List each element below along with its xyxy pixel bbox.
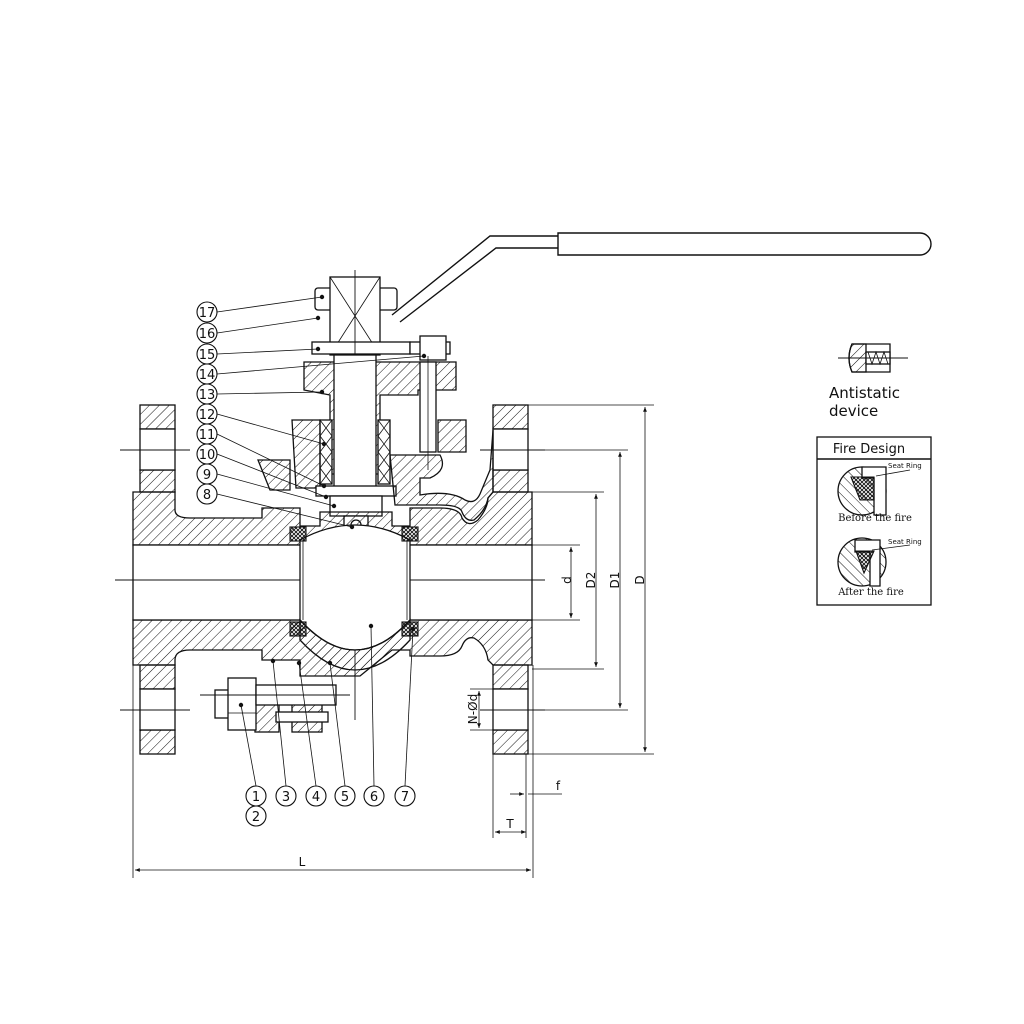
dim-L: L (299, 855, 306, 869)
handle-lever (391, 232, 932, 323)
dim-d: d (560, 576, 574, 584)
callouts-bottom: 1 2 3 4 5 6 7 (238, 623, 416, 827)
callout-9: 9 (196, 463, 218, 485)
callout-10: 10 (196, 443, 218, 465)
callout-16-label: 16 (199, 327, 216, 342)
callout-2: 2 (245, 805, 267, 827)
callout-4: 4 (305, 785, 327, 807)
dim-f: f (556, 779, 561, 793)
after-seat-ring-label: Seat Ring (888, 538, 922, 546)
callout-7: 7 (394, 785, 416, 807)
dim-T: T (505, 817, 514, 831)
callout-17: 17 (196, 301, 218, 323)
callout-15: 15 (196, 343, 218, 365)
callout-10-label: 10 (199, 448, 216, 463)
callout-4-label: 4 (312, 790, 320, 805)
fire-design-title: Fire Design (833, 442, 905, 457)
before-fire-detail: Seat Ring Before the fire (837, 462, 922, 524)
callouts-top: 17 16 15 14 13 12 11 10 9 8 (196, 294, 427, 530)
callout-8-label: 8 (203, 488, 211, 503)
callout-16: 16 (196, 322, 218, 344)
callout-12: 12 (196, 403, 218, 425)
left-flange (120, 404, 190, 755)
callout-9-label: 9 (203, 468, 211, 483)
callout-11-label: 11 (199, 428, 216, 443)
callout-7-label: 7 (401, 790, 409, 805)
callout-15-label: 15 (199, 348, 216, 363)
callout-3-label: 3 (282, 790, 290, 805)
callout-6: 6 (363, 785, 385, 807)
antistatic-label-line1: Antistatic (829, 384, 900, 402)
antistatic-label-line2: device (829, 402, 878, 420)
callout-1: 1 (245, 785, 267, 807)
after-fire-label: After the fire (837, 587, 904, 598)
callout-5: 5 (334, 785, 356, 807)
before-fire-label: Before the fire (838, 513, 912, 524)
after-fire-detail: Seat Ring After the fire (837, 537, 922, 598)
callout-11: 11 (196, 423, 218, 445)
callout-3: 3 (275, 785, 297, 807)
callout-13-label: 13 (199, 388, 216, 403)
callout-8: 8 (196, 483, 218, 505)
dim-D2: D2 (584, 572, 598, 589)
callout-6-label: 6 (370, 790, 378, 805)
callout-13: 13 (196, 383, 218, 405)
callout-5-label: 5 (341, 790, 349, 805)
dimensions: L T f d D2 D1 D N-Ød (132, 404, 654, 878)
valve-body (115, 429, 545, 733)
fire-design-panel: Fire Design Seat Ring Before the fire Se… (816, 436, 932, 606)
before-seat-ring-label: Seat Ring (888, 462, 922, 470)
callout-1-label: 1 (252, 790, 260, 805)
dim-Nd: N-Ød (466, 694, 480, 724)
callout-2-label: 2 (252, 810, 260, 825)
callout-14-label: 14 (199, 368, 216, 383)
callout-12-label: 12 (199, 408, 216, 423)
dim-D1: D1 (608, 572, 622, 589)
dim-D: D (633, 575, 647, 584)
antistatic-device: Antistatic device (829, 343, 908, 420)
callout-14: 14 (196, 363, 218, 385)
callout-17-label: 17 (199, 306, 216, 321)
